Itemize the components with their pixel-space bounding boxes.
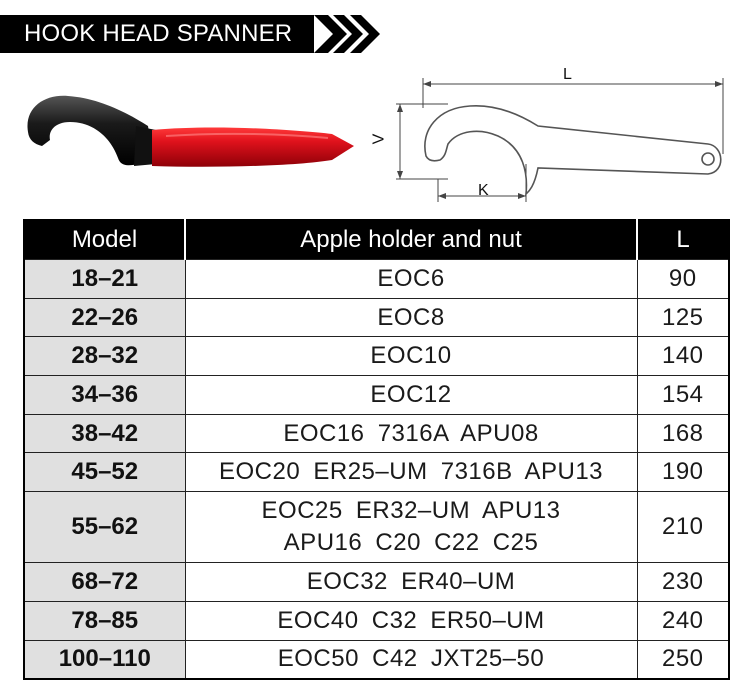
spanner-photo <box>27 95 354 167</box>
header-banner: HOOK HEAD SPANNER <box>0 15 386 53</box>
table-row: 68–72 EOC32 ER40–UM 230 <box>23 562 730 602</box>
page-title: HOOK HEAD SPANNER <box>0 15 315 53</box>
length-cell: 210 <box>636 491 730 564</box>
holder-cell: EOC6 <box>184 259 638 299</box>
holder-cell: EOC10 <box>184 336 638 377</box>
holder-cell: EOC50 C42 JXT25–50 <box>184 639 638 680</box>
model-cell: 28–32 <box>23 336 186 377</box>
holder-cell: EOC16 7316A APU08 <box>184 413 638 454</box>
spec-table: Model Apple holder and nut L 18–21 EOC6 … <box>23 219 730 680</box>
holder-cell: EOC20 ER25–UM 7316B APU13 <box>184 452 638 493</box>
table-row: 22–26 EOC8 125 <box>23 297 730 338</box>
model-cell: 38–42 <box>23 413 186 454</box>
length-cell: 230 <box>636 562 730 602</box>
model-cell: 22–26 <box>23 297 186 338</box>
table-row: 18–21 EOC6 90 <box>23 259 730 299</box>
model-cell: 55–62 <box>23 491 186 564</box>
table-row: 45–52 EOC20 ER25–UM 7316B APU13 190 <box>23 452 730 493</box>
holder-cell: EOC8 <box>184 297 638 338</box>
table-row: 34–36 EOC12 154 <box>23 375 730 415</box>
dimension-label-height: V <box>370 133 388 145</box>
length-cell: 250 <box>636 639 730 680</box>
length-cell: 140 <box>636 336 730 377</box>
holder-cell: EOC25 ER32–UM APU13 APU16 C20 C22 C25 <box>184 491 638 564</box>
holder-cell: EOC32 ER40–UM <box>184 562 638 602</box>
model-cell: 100–110 <box>23 639 186 680</box>
model-cell: 18–21 <box>23 259 186 299</box>
model-cell: 34–36 <box>23 375 186 415</box>
drawing-outline <box>396 78 724 202</box>
length-cell: 190 <box>636 452 730 493</box>
model-cell: 45–52 <box>23 452 186 493</box>
length-cell: 125 <box>636 297 730 338</box>
holder-cell: EOC12 <box>184 375 638 415</box>
table-row: 100–110 EOC50 C42 JXT25–50 250 <box>23 639 730 680</box>
spanner-drawing: L V K <box>368 64 740 214</box>
dimension-label-hook: K <box>478 182 489 199</box>
length-cell: 240 <box>636 600 730 641</box>
table-row: 78–85 EOC40 C32 ER50–UM 240 <box>23 600 730 641</box>
table-row: 55–62 EOC25 ER32–UM APU13 APU16 C20 C22 … <box>23 491 730 564</box>
chevrons-right-icon <box>314 15 381 53</box>
column-header-holder: Apple holder and nut <box>184 220 637 260</box>
table-row: 38–42 EOC16 7316A APU08 168 <box>23 413 730 454</box>
dimension-label-length: L <box>563 66 572 83</box>
holder-cell: EOC40 C32 ER50–UM <box>184 600 638 641</box>
table-row: 28–32 EOC10 140 <box>23 336 730 377</box>
column-header-model: Model <box>24 220 185 260</box>
column-header-length: L <box>636 220 729 260</box>
length-cell: 154 <box>636 375 730 415</box>
length-cell: 90 <box>636 259 730 299</box>
model-cell: 78–85 <box>23 600 186 641</box>
length-cell: 168 <box>636 413 730 454</box>
model-cell: 68–72 <box>23 562 186 602</box>
table-header-row: Model Apple holder and nut L <box>24 220 729 260</box>
